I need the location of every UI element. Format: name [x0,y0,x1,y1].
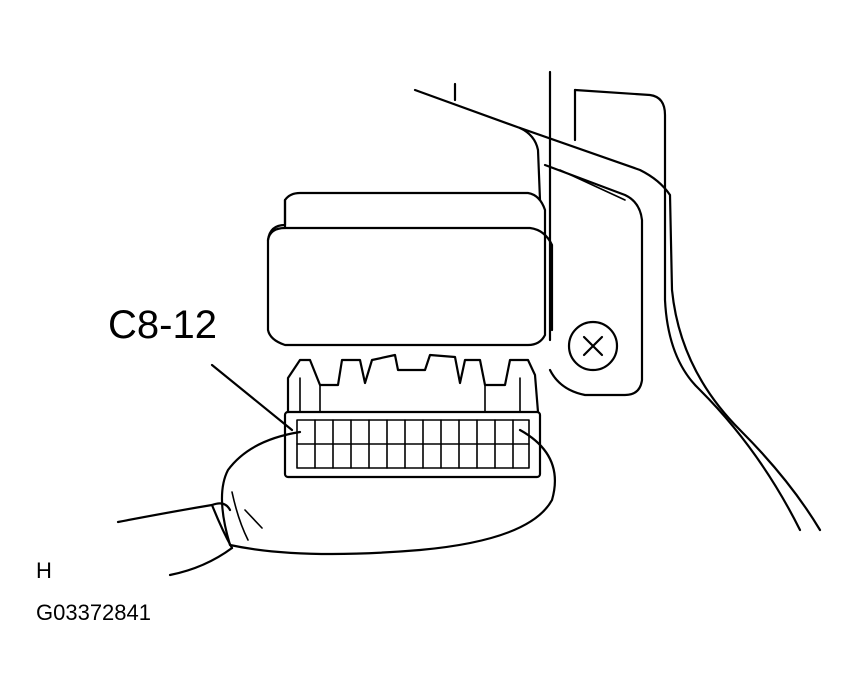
connector-c8-12 [283,353,542,479]
relay-module-block [266,191,554,347]
figure-code: G03372841 [36,600,151,625]
body-panel-outline [413,70,822,532]
connector-label: C8-12 [108,303,217,347]
view-letter: H [36,558,52,583]
screw-fastener-icon [567,320,619,372]
wire-harness [116,428,556,577]
label-leader-line [210,363,294,432]
